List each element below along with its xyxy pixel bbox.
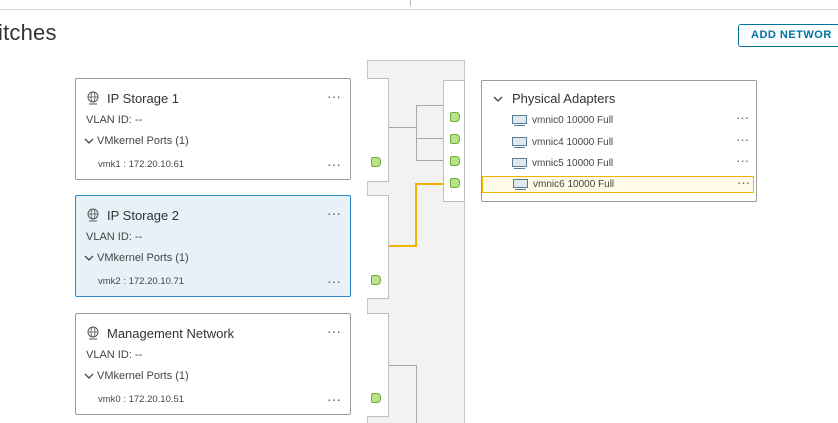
port-group-connector: [367, 313, 389, 417]
adapter-label: vmnic4 10000 Full: [532, 137, 614, 148]
port-group-header: IP Storage 1: [86, 90, 179, 106]
link-wire: [416, 365, 417, 423]
vmkernel-adapter: vmk0 : 172.20.10.51: [98, 394, 185, 405]
add-network-button[interactable]: ADD NETWOR: [738, 24, 838, 47]
more-actions-icon[interactable]: ···: [736, 110, 749, 125]
vmkernel-ports-label: VMkernel Ports (1): [97, 370, 189, 382]
network-adapter-icon: [512, 158, 527, 169]
vmkernel-ports-label: VMkernel Ports (1): [97, 252, 189, 264]
vmkernel-port-icon: [371, 275, 381, 285]
vmkernel-port-icon: [371, 393, 381, 403]
uplink-port-icon: [450, 134, 460, 144]
more-actions-icon[interactable]: ···: [327, 323, 341, 339]
more-actions-icon[interactable]: ···: [327, 205, 341, 221]
adapter-label: vmnic5 10000 Full: [532, 158, 614, 169]
adapter-label: vmnic0 10000 Full: [532, 115, 614, 126]
link-wire: [389, 365, 416, 366]
top-tick: [410, 0, 411, 6]
vmkernel-ports-toggle[interactable]: VMkernel Ports (1): [84, 135, 189, 147]
vlan-id: VLAN ID: --: [86, 114, 143, 126]
physical-adapter-row[interactable]: vmnic5 10000 Full ···: [512, 153, 752, 172]
port-group-card-selected[interactable]: IP Storage 2 ··· VLAN ID: -- VMkernel Po…: [75, 195, 351, 297]
network-globe-icon: [87, 91, 99, 105]
vmkernel-port-icon: [371, 157, 381, 167]
physical-adapters-toggle[interactable]: Physical Adapters: [493, 91, 615, 106]
port-group-connector: [367, 78, 389, 182]
network-adapter-icon: [512, 137, 527, 148]
link-wire: [416, 105, 443, 106]
vmkernel-ports-toggle[interactable]: VMkernel Ports (1): [84, 370, 189, 382]
network-adapter-icon: [512, 115, 527, 126]
physical-adapter-row-selected[interactable]: vmnic6 10000 Full ···: [482, 176, 754, 193]
link-wire: [389, 127, 416, 128]
top-divider: [0, 0, 838, 10]
physical-adapters-title: Physical Adapters: [512, 91, 616, 106]
link-wire: [416, 160, 443, 161]
port-group-name: Management Network: [107, 325, 235, 341]
port-group-name: IP Storage 1: [107, 90, 180, 106]
uplink-port-icon: [450, 156, 460, 166]
more-actions-icon[interactable]: ···: [736, 153, 749, 168]
uplink-port-icon: [450, 112, 460, 122]
port-group-header: IP Storage 2: [86, 207, 179, 223]
more-actions-icon[interactable]: ···: [327, 88, 341, 104]
physical-adapters-panel: Physical Adapters vmnic0 10000 Full ··· …: [481, 80, 757, 202]
more-actions-icon[interactable]: ···: [737, 175, 750, 190]
more-actions-icon[interactable]: ···: [327, 391, 341, 407]
physical-adapter-row[interactable]: vmnic0 10000 Full ···: [512, 110, 752, 129]
network-adapter-icon: [513, 179, 528, 190]
uplink-port-icon: [450, 178, 460, 188]
active-link-wire: [415, 183, 417, 247]
active-link-wire: [389, 245, 417, 247]
vlan-id: VLAN ID: --: [86, 349, 143, 361]
chevron-down-icon: [84, 373, 94, 379]
port-group-card[interactable]: IP Storage 1 ··· VLAN ID: -- VMkernel Po…: [75, 78, 351, 180]
port-group-card[interactable]: Management Network ··· VLAN ID: -- VMker…: [75, 313, 351, 415]
vlan-id: VLAN ID: --: [86, 231, 143, 243]
port-group-header: Management Network: [86, 325, 234, 341]
link-wire: [416, 138, 443, 139]
more-actions-icon[interactable]: ···: [736, 132, 749, 147]
chevron-down-icon: [493, 96, 503, 102]
more-actions-icon[interactable]: ···: [327, 273, 341, 289]
network-globe-icon: [87, 208, 99, 222]
more-actions-icon[interactable]: ···: [327, 156, 341, 172]
vmkernel-ports-toggle[interactable]: VMkernel Ports (1): [84, 252, 189, 264]
link-wire: [416, 127, 417, 161]
vmkernel-adapter: vmk1 : 172.20.10.61: [98, 159, 185, 170]
port-group-connector: [367, 195, 389, 299]
chevron-down-icon: [84, 138, 94, 144]
page-title: itches: [0, 20, 57, 45]
port-group-name: IP Storage 2: [107, 207, 180, 223]
link-wire: [416, 105, 417, 128]
adapter-label: vmnic6 10000 Full: [533, 179, 615, 190]
network-globe-icon: [87, 326, 99, 340]
active-link-wire: [415, 183, 443, 185]
vmkernel-adapter: vmk2 : 172.20.10.71: [98, 276, 185, 287]
physical-adapter-row[interactable]: vmnic4 10000 Full ···: [512, 132, 752, 151]
chevron-down-icon: [84, 255, 94, 261]
vmkernel-ports-label: VMkernel Ports (1): [97, 135, 189, 147]
